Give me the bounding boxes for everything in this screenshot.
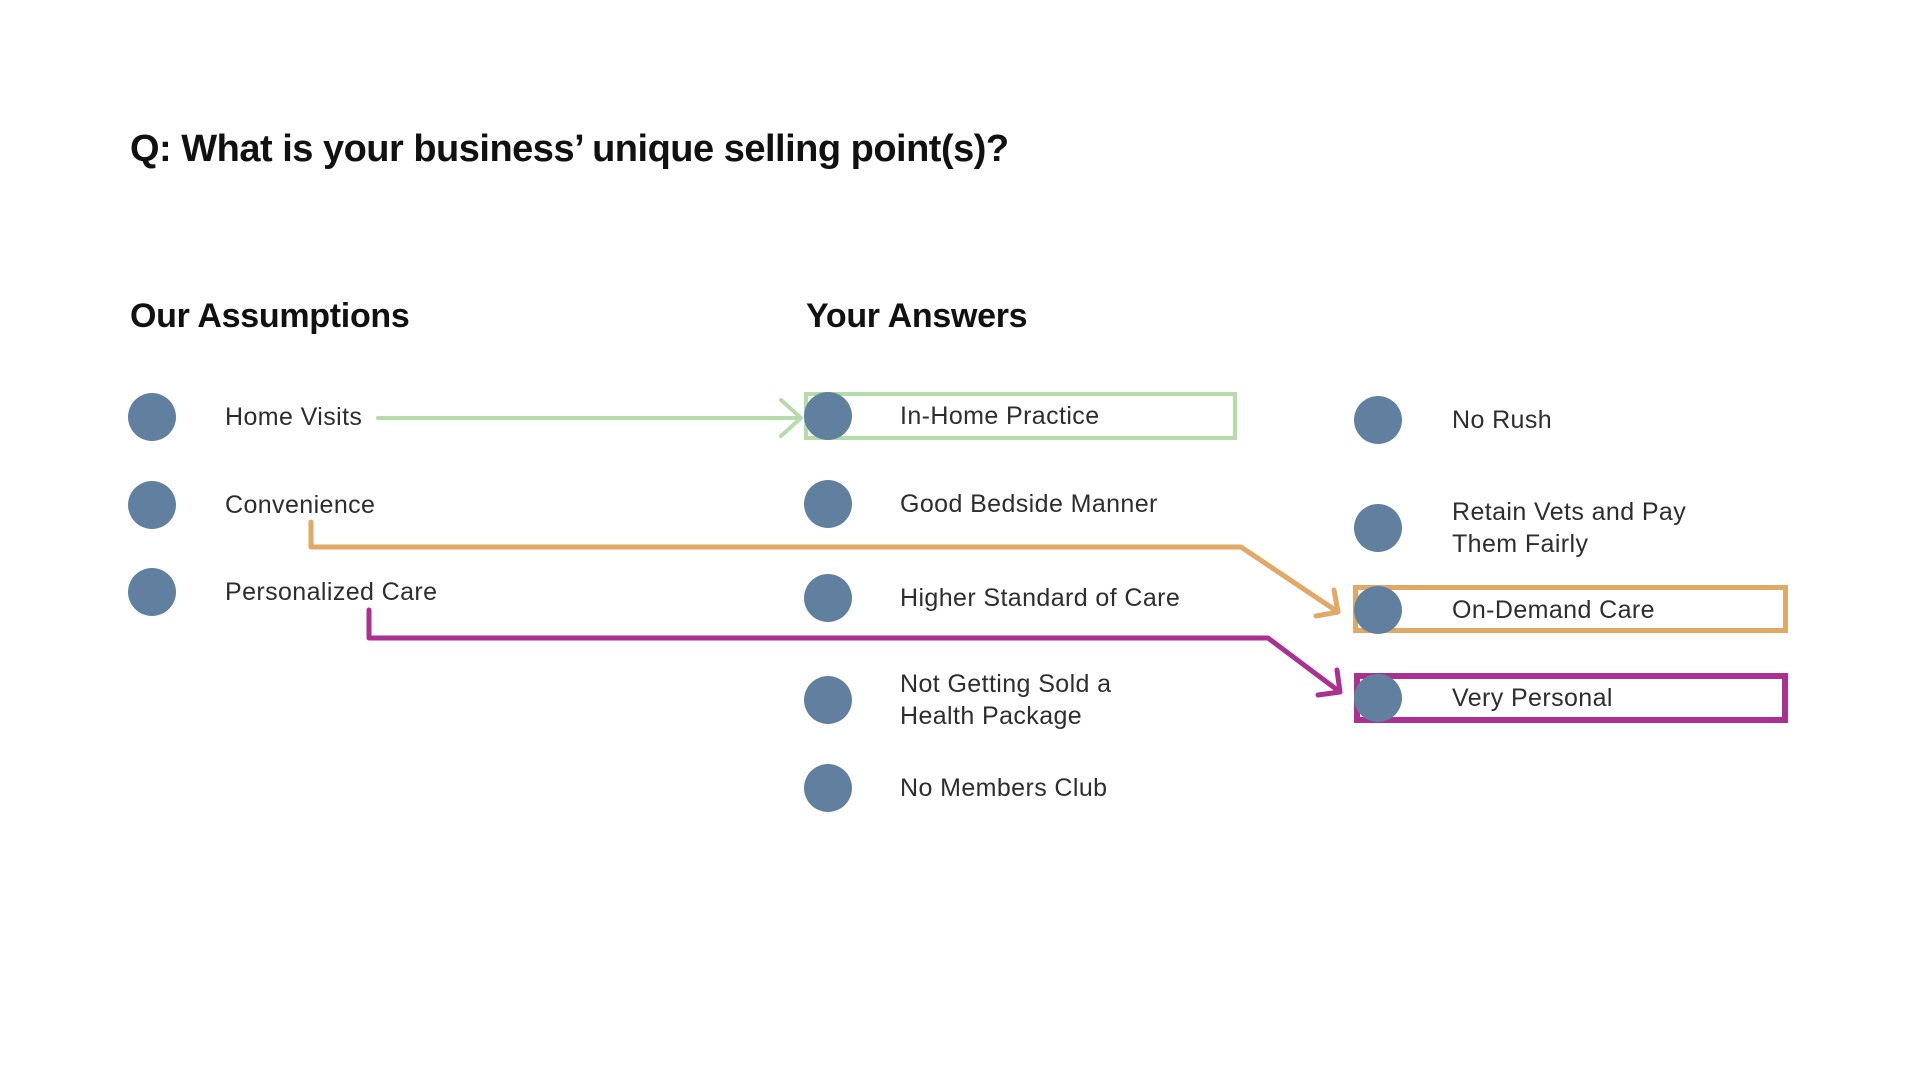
- node-circle-icon: [804, 676, 852, 724]
- answer-label: Good Bedside Manner: [900, 490, 1158, 518]
- node-circle-icon: [804, 764, 852, 812]
- assumption-item-home-visits: Home Visits: [128, 393, 362, 441]
- node-circle-icon: [1354, 504, 1402, 552]
- node-circle-icon: [128, 481, 176, 529]
- answer-item-no-rush: No Rush: [1354, 396, 1552, 444]
- assumptions-header: Our Assumptions: [130, 297, 410, 335]
- node-circle-icon: [1354, 586, 1402, 634]
- answer-item-very-personal: Very Personal: [1354, 674, 1613, 722]
- node-circle-icon: [804, 574, 852, 622]
- answer-item-no-members-club: No Members Club: [804, 764, 1107, 812]
- answer-label: Retain Vets and Pay Them Fairly: [1452, 498, 1687, 558]
- node-circle-icon: [804, 480, 852, 528]
- node-circle-icon: [1354, 674, 1402, 722]
- node-circle-icon: [804, 392, 852, 440]
- assumption-item-convenience: Convenience: [128, 481, 375, 529]
- answer-item-not-getting-sold-a-health-package: Not Getting Sold a Health Package: [804, 668, 1140, 732]
- answer-label: No Members Club: [900, 774, 1108, 802]
- assumption-label: Personalized Care: [225, 578, 438, 606]
- answer-item-good-bedside-manner: Good Bedside Manner: [804, 480, 1158, 528]
- answer-item-on-demand-care: On-Demand Care: [1354, 586, 1655, 634]
- answer-item-higher-standard-of-care: Higher Standard of Care: [804, 574, 1180, 622]
- answer-item-retain-vets-and-pay-them-fairly: Retain Vets and Pay Them Fairly: [1354, 496, 1707, 560]
- answer-label: No Rush: [1452, 406, 1553, 434]
- answer-label: On-Demand Care: [1452, 596, 1655, 624]
- answer-item-in-home-practice: In-Home Practice: [804, 392, 1100, 440]
- assumption-label: Convenience: [225, 491, 376, 519]
- answer-label: Not Getting Sold a Health Package: [900, 670, 1112, 730]
- answers-header: Your Answers: [806, 297, 1028, 335]
- node-circle-icon: [1354, 396, 1402, 444]
- answer-label: Very Personal: [1452, 684, 1613, 712]
- answer-label: In-Home Practice: [900, 402, 1100, 430]
- arrow-home-visits-to-in-home-practice: [376, 398, 803, 438]
- question-title: Q: What is your business’ unique selling…: [130, 128, 1009, 170]
- node-circle-icon: [128, 393, 176, 441]
- answer-label: Higher Standard of Care: [900, 584, 1181, 612]
- node-circle-icon: [128, 568, 176, 616]
- assumption-item-personalized-care: Personalized Care: [128, 568, 437, 616]
- assumption-label: Home Visits: [225, 403, 363, 431]
